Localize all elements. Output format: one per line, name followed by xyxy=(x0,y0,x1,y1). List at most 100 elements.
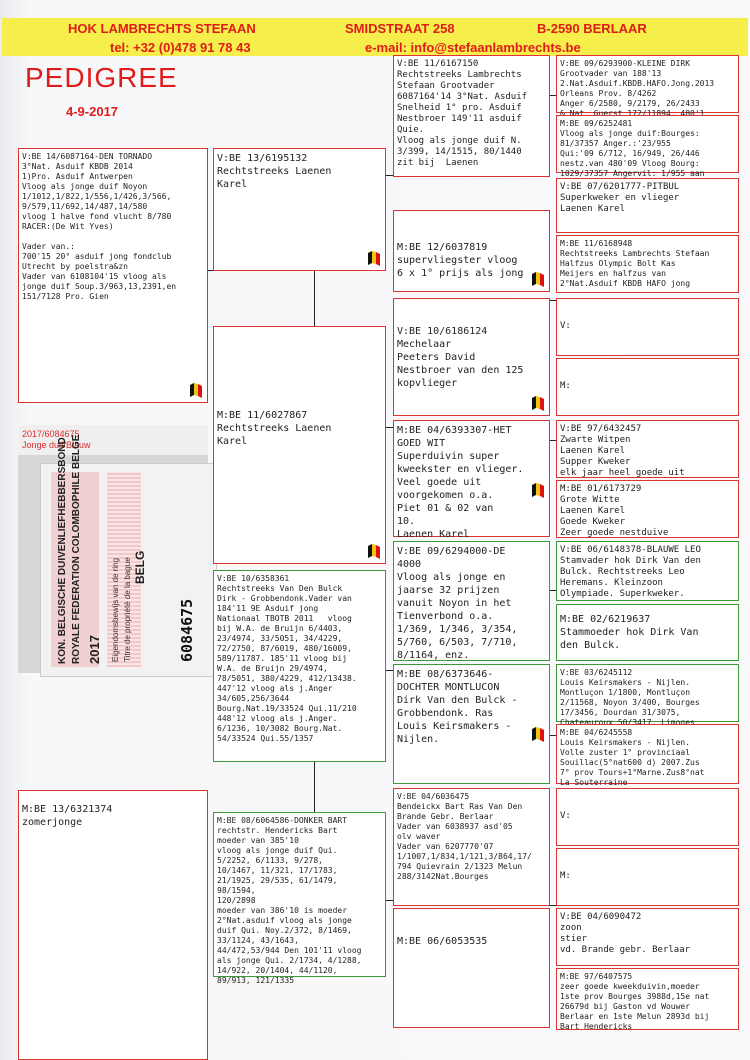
g4-o-box: V:BE 04/6090472 zoon stier vd. Brande ge… xyxy=(556,908,739,966)
ring-certificate-card: 2017/6084675 Jonge duif/Blauw KON. BELGI… xyxy=(18,425,217,677)
header-bar xyxy=(2,18,748,56)
g4-n-box: M: xyxy=(556,848,739,906)
g4-m-text: V: xyxy=(560,811,571,821)
sire-sire-text: M:BE 12/6037819 supervliegster vloog 6 x… xyxy=(397,242,524,279)
dam-dam-box: M:BE 08/6064586-DONKER BART rechtstr. He… xyxy=(213,812,386,985)
sdd-box: V:BE 09/6294000-DE 4000 Vloog als jonge … xyxy=(393,541,550,661)
g4-m-box: V: xyxy=(556,788,739,846)
ring-year: 2017 xyxy=(87,635,102,664)
g4-c-text: V:BE 07/6201777-PITBUL Superkweker en vl… xyxy=(560,182,680,214)
sdd-text: V:BE 09/6294000-DE 4000 Vloog als jonge … xyxy=(397,546,518,661)
belgium-flag-icon xyxy=(528,725,546,743)
loft-name: HOK LAMBRECHTS STEFAAN xyxy=(68,21,256,36)
g4-h-box: M:BE 01/6173729 Grote Witte Laenen Karel… xyxy=(556,480,739,538)
dsd-box: V:BE 04/6036475 Bendeickx Bart Ras Van D… xyxy=(393,788,550,906)
connector xyxy=(548,300,558,301)
dam-sire-box: V:BE 10/6358361 Rechtstreeks Van Den Bul… xyxy=(213,570,386,762)
g4-p-box: M:BE 97/6407575 zeer goede kweekduivin,m… xyxy=(556,968,739,1031)
pedigree-date: 4-9-2017 xyxy=(66,104,119,119)
g4-n-text: M: xyxy=(560,871,571,881)
ownership-text-nl: Eigendomsbewijs van de ring xyxy=(111,557,120,662)
dss-text: M:BE 08/6373646- DOCHTER MONTLUCON Dirk … xyxy=(397,669,518,745)
connector xyxy=(548,590,558,591)
g4-h-text: M:BE 01/6173729 Grote Witte Laenen Karel… xyxy=(560,484,669,538)
sss-box: V:BE 11/6167150 Rechtstreeks Lambrechts … xyxy=(393,55,550,177)
dsd-text: V:BE 04/6036475 Bendeickx Bart Ras Van D… xyxy=(397,792,532,881)
federation-text-fr: ROYALE FEDERATION COLOMBOPHILE BELGE xyxy=(71,434,82,664)
street-address: SMIDSTRAAT 258 xyxy=(345,21,455,36)
sire-text: V:BE 13/6195132 Rechtstreeks Laenen Kare… xyxy=(217,153,332,190)
connector xyxy=(314,762,315,812)
connector xyxy=(548,735,558,736)
g4-g-box: V:BE 97/6432457 Zwarte Witpen Laenen Kar… xyxy=(556,420,739,478)
g4-o-text: V:BE 04/6090472 zoon stier vd. Brande ge… xyxy=(560,912,691,955)
connector xyxy=(207,270,215,271)
g4-f-text: M: xyxy=(560,381,571,391)
connector xyxy=(548,440,558,441)
connector xyxy=(385,670,397,671)
g4-a-text: V:BE 09/6293900-KLEINE DIRK Grootvader v… xyxy=(560,59,715,118)
g4-b-text: M:BE 09/6252481 Vloog als jonge duif:Bou… xyxy=(560,119,705,178)
g4-d-box: M:BE 11/6168948 Rechtstreeks Lambrechts … xyxy=(556,235,739,293)
sire-dam-text: M:BE 11/6027867 Rechtstreeks Laenen Kare… xyxy=(217,410,332,447)
ssd-text: V:BE 10/6186124 Mechelaar Peeters David … xyxy=(397,326,524,389)
dds-text: M:BE 06/6053535 xyxy=(397,936,488,947)
g4-k-box: V:BE 03/6245112 Louis Keirsmakers - Nijl… xyxy=(556,664,739,727)
belgium-flag-icon xyxy=(528,394,546,412)
g4-k-text: V:BE 03/6245112 Louis Keirsmakers - Nijl… xyxy=(560,668,700,727)
belgium-flag-icon xyxy=(528,270,546,288)
sire-sire-box: M:BE 12/6037819 supervliegster vloog 6 x… xyxy=(393,210,550,292)
ring-certificate: KON. BELGISCHE DUIVENLIEFHEBBERSBOND ROY… xyxy=(40,435,217,677)
g4-i-box: V:BE 06/6148378-BLAUWE LEO Stamvader hok… xyxy=(556,541,739,601)
ownership-text-fr: Titre de propriété de la bague xyxy=(123,557,132,662)
g4-d-text: M:BE 11/6168948 Rechtstreeks Lambrechts … xyxy=(560,239,710,288)
dam-box: M:BE 13/6321374 zomerjonge xyxy=(18,790,208,1060)
ring-card-header: 2017/6084675 Jonge duif/Blauw xyxy=(18,425,208,455)
dam-dam-text: M:BE 08/6064586-DONKER BART rechtstr. He… xyxy=(217,816,362,985)
federation-text-nl: KON. BELGISCHE DUIVENLIEFHEBBERSBOND xyxy=(57,437,68,664)
belgium-flag-icon xyxy=(364,542,382,560)
g4-j-box: M:BE 02/6219637 Stammoeder hok Dirk Van … xyxy=(556,604,739,661)
dam-sire-text: V:BE 10/6358361 Rechtstreeks Van Den Bul… xyxy=(217,574,357,743)
sss-text: V:BE 11/6167150 Rechtstreeks Lambrechts … xyxy=(397,59,528,168)
connector xyxy=(548,905,558,906)
connector xyxy=(385,900,397,901)
belgium-flag-icon xyxy=(186,381,204,399)
g4-l-box: M:BE 04/6245558 Louis Keirsmakers - Nijl… xyxy=(556,724,739,787)
ring-red-pattern xyxy=(107,472,141,667)
g4-j-text: M:BE 02/6219637 Stammoeder hok Dirk Van … xyxy=(560,614,699,651)
page-title: PEDIGREE xyxy=(25,62,178,93)
ring-number-box: 6084675 xyxy=(166,584,211,664)
sire-box: V:BE 13/6195132 Rechtstreeks Laenen Kare… xyxy=(213,148,386,271)
g4-f-box: M: xyxy=(556,358,739,416)
ring-number: 6084675 xyxy=(178,598,196,662)
dds-box: M:BE 06/6053535 xyxy=(393,908,550,1028)
dss-box: M:BE 08/6373646- DOCHTER MONTLUCON Dirk … xyxy=(393,664,550,784)
ring-red-band xyxy=(51,472,99,667)
g4-i-text: V:BE 06/6148378-BLAUWE LEO Stamvader hok… xyxy=(560,545,701,599)
dam-text: M:BE 13/6321374 zomerjonge xyxy=(22,804,113,828)
g4-g-text: V:BE 97/6432457 Zwarte Witpen Laenen Kar… xyxy=(560,424,685,478)
connector xyxy=(314,270,315,328)
g4-a-box: V:BE 09/6293900-KLEINE DIRK Grootvader v… xyxy=(556,55,739,118)
connector xyxy=(385,175,397,176)
g4-b-box: M:BE 09/6252481 Vloog als jonge duif:Bou… xyxy=(556,115,739,178)
sire-dam-box: M:BE 11/6027867 Rechtstreeks Laenen Kare… xyxy=(213,326,386,564)
sds-text: M:BE 04/6393307-HET GOED WIT Superduivin… xyxy=(397,425,524,540)
ring-country: BELG xyxy=(133,550,147,584)
phone-number: tel: +32 (0)478 91 78 43 xyxy=(110,40,251,55)
g4-p-text: M:BE 97/6407575 zeer goede kweekduivin,m… xyxy=(560,972,710,1031)
belgium-flag-icon xyxy=(528,481,546,499)
subject-pigeon-text: V:BE 14/6087164-DEN TORNADO 3°Nat. Asdui… xyxy=(22,152,177,301)
g4-c-box: V:BE 07/6201777-PITBUL Superkweker en vl… xyxy=(556,178,739,233)
g4-e-text: V: xyxy=(560,321,571,331)
ssd-box: V:BE 10/6186124 Mechelaar Peeters David … xyxy=(393,298,550,416)
city-address: B-2590 BERLAAR xyxy=(537,21,647,36)
g4-e-box: V: xyxy=(556,298,739,356)
subject-pigeon-box: V:BE 14/6087164-DEN TORNADO 3°Nat. Asdui… xyxy=(18,148,208,403)
sds-box: M:BE 04/6393307-HET GOED WIT Superduivin… xyxy=(393,420,550,540)
email-address: e-mail: info@stefaanlambrechts.be xyxy=(365,40,581,55)
g4-l-text: M:BE 04/6245558 Louis Keirsmakers - Nijl… xyxy=(560,728,705,787)
connector xyxy=(385,427,397,428)
belgium-flag-icon xyxy=(364,249,382,267)
